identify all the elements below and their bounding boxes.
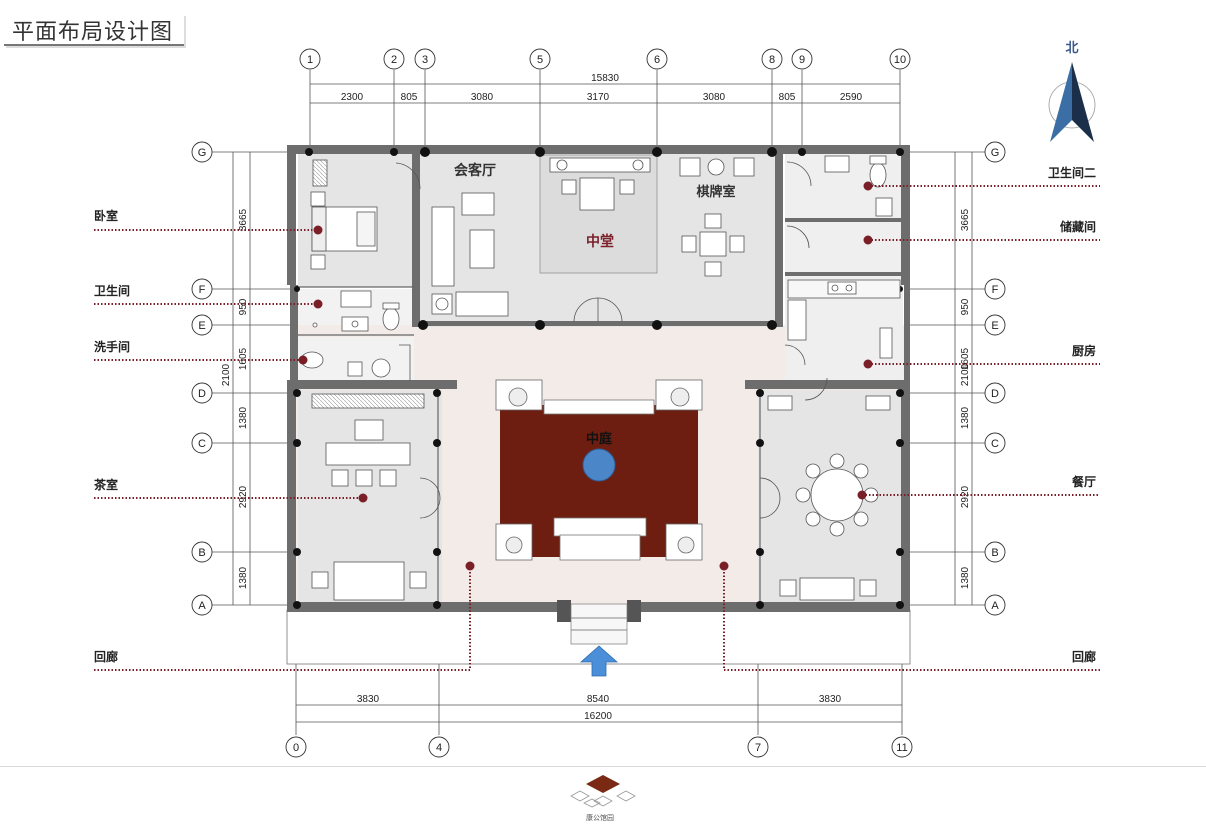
chess-furniture xyxy=(679,157,755,277)
page-title: 平面布局设计图 xyxy=(12,19,174,44)
dim-bottom-total: 16200 xyxy=(584,711,612,722)
dim-top-seg-6: 805 xyxy=(779,92,796,103)
callout-storage: 储藏间 xyxy=(1059,220,1096,234)
leader-dots xyxy=(298,181,873,571)
grid-bottom-0: 0 xyxy=(293,742,299,754)
grid-right-C: C xyxy=(991,438,999,450)
reception-furniture xyxy=(431,157,651,323)
water-feature xyxy=(582,448,616,482)
callout-toilet-2: 卫生间二 xyxy=(1047,166,1096,180)
entrance xyxy=(557,600,641,677)
grid-bottom-4: 4 xyxy=(436,742,442,754)
grid-right-F: F xyxy=(992,284,999,296)
dim-right-3: 1605 xyxy=(960,347,971,370)
callout-washroom: 洗手间 xyxy=(94,340,131,354)
grid-right-D: D xyxy=(991,388,999,400)
dim-top-seg-1: 2300 xyxy=(341,92,364,103)
label-reception: 会客厅 xyxy=(454,162,496,179)
dim-top-seg-5: 3080 xyxy=(703,92,726,103)
leader-lines xyxy=(94,185,1100,671)
east-wing-fixtures xyxy=(784,155,901,366)
side-dimensions xyxy=(212,151,985,606)
footer-logo-icon xyxy=(570,775,636,808)
washroom-fixtures xyxy=(300,344,411,381)
dim-left-inner: 2100 xyxy=(221,363,232,386)
dim-right-4: 1380 xyxy=(960,406,971,429)
grid-bottom-7: 7 xyxy=(755,742,761,754)
toilet-fixtures xyxy=(312,290,400,332)
grid-right-G: G xyxy=(991,147,1000,159)
grid-left-F: F xyxy=(199,284,206,296)
callout-corridor-left: 回廊 xyxy=(94,650,119,664)
grid-top-1: 1 xyxy=(307,54,313,66)
dim-left-3: 1605 xyxy=(238,347,249,370)
grid-right-A: A xyxy=(991,600,999,612)
dim-left-5: 2920 xyxy=(238,485,249,508)
dim-right-5: 2920 xyxy=(960,485,971,508)
label-main-hall: 中堂 xyxy=(586,233,614,250)
grid-right-B: B xyxy=(991,547,998,559)
top-dimensions xyxy=(309,70,901,150)
callout-tea-room: 茶室 xyxy=(94,478,119,492)
grid-right-E: E xyxy=(991,320,998,332)
dim-right-2: 950 xyxy=(960,298,971,315)
callout-dining: 餐厅 xyxy=(1071,475,1096,489)
grid-left-D: D xyxy=(198,388,206,400)
grid-left-G: G xyxy=(198,147,207,159)
dim-bottom-3: 3830 xyxy=(819,694,842,705)
dim-top-seg-2: 805 xyxy=(401,92,418,103)
dim-left-2: 950 xyxy=(238,298,249,315)
callout-kitchen: 厨房 xyxy=(1071,344,1096,358)
entry-arrow-icon xyxy=(579,645,619,677)
grid-top-9: 9 xyxy=(799,54,805,66)
walls xyxy=(287,145,910,612)
dim-top-seg-7: 2590 xyxy=(840,92,863,103)
storage-floor xyxy=(785,222,903,272)
grid-top-8: 8 xyxy=(769,54,775,66)
dim-bottom-2: 8540 xyxy=(587,694,610,705)
callout-bedroom: 卧室 xyxy=(94,209,119,223)
callout-corridor-right: 回廊 xyxy=(1071,650,1096,664)
grid-left-A: A xyxy=(198,600,206,612)
label-courtyard: 中庭 xyxy=(586,431,613,447)
grid-top-5: 5 xyxy=(537,54,543,66)
dim-top-seg-4: 3170 xyxy=(587,92,610,103)
courtyard xyxy=(495,379,703,561)
dim-left-1: 3665 xyxy=(238,208,249,231)
grid-left-B: B xyxy=(198,547,205,559)
columns xyxy=(293,147,904,609)
grid-left-E: E xyxy=(198,320,205,332)
north-arrow-icon: 北 xyxy=(1048,41,1096,142)
grid-left-C: C xyxy=(198,438,206,450)
grid-bottom-11: 11 xyxy=(896,742,907,754)
dim-right-inner: 2100 xyxy=(960,363,971,386)
grid-top-3: 3 xyxy=(422,54,428,66)
title-box: 平面布局设计图 xyxy=(4,14,184,46)
dim-right-1: 3665 xyxy=(960,208,971,231)
dim-top-seg-3: 3080 xyxy=(471,92,494,103)
dim-top-total: 15830 xyxy=(591,73,619,84)
dim-left-6: 1380 xyxy=(238,566,249,589)
callout-toilet: 卫生间 xyxy=(94,284,131,298)
grid-top-6: 6 xyxy=(654,54,660,66)
grid-top-2: 2 xyxy=(391,54,397,66)
tea-room-furniture xyxy=(311,393,441,601)
main-hall-rug xyxy=(539,154,658,274)
dim-left-4: 1380 xyxy=(238,406,249,429)
footer-divider xyxy=(0,766,1206,767)
bedroom-furniture xyxy=(310,159,421,270)
dim-right-6: 1380 xyxy=(960,566,971,589)
dim-bottom-1: 3830 xyxy=(357,694,380,705)
north-label: 北 xyxy=(1065,41,1078,56)
grid-top-10: 10 xyxy=(894,54,906,66)
dining-furniture xyxy=(759,377,891,601)
label-chess-room: 棋牌室 xyxy=(695,184,735,200)
footer-caption: 康公馆园 xyxy=(586,815,614,822)
